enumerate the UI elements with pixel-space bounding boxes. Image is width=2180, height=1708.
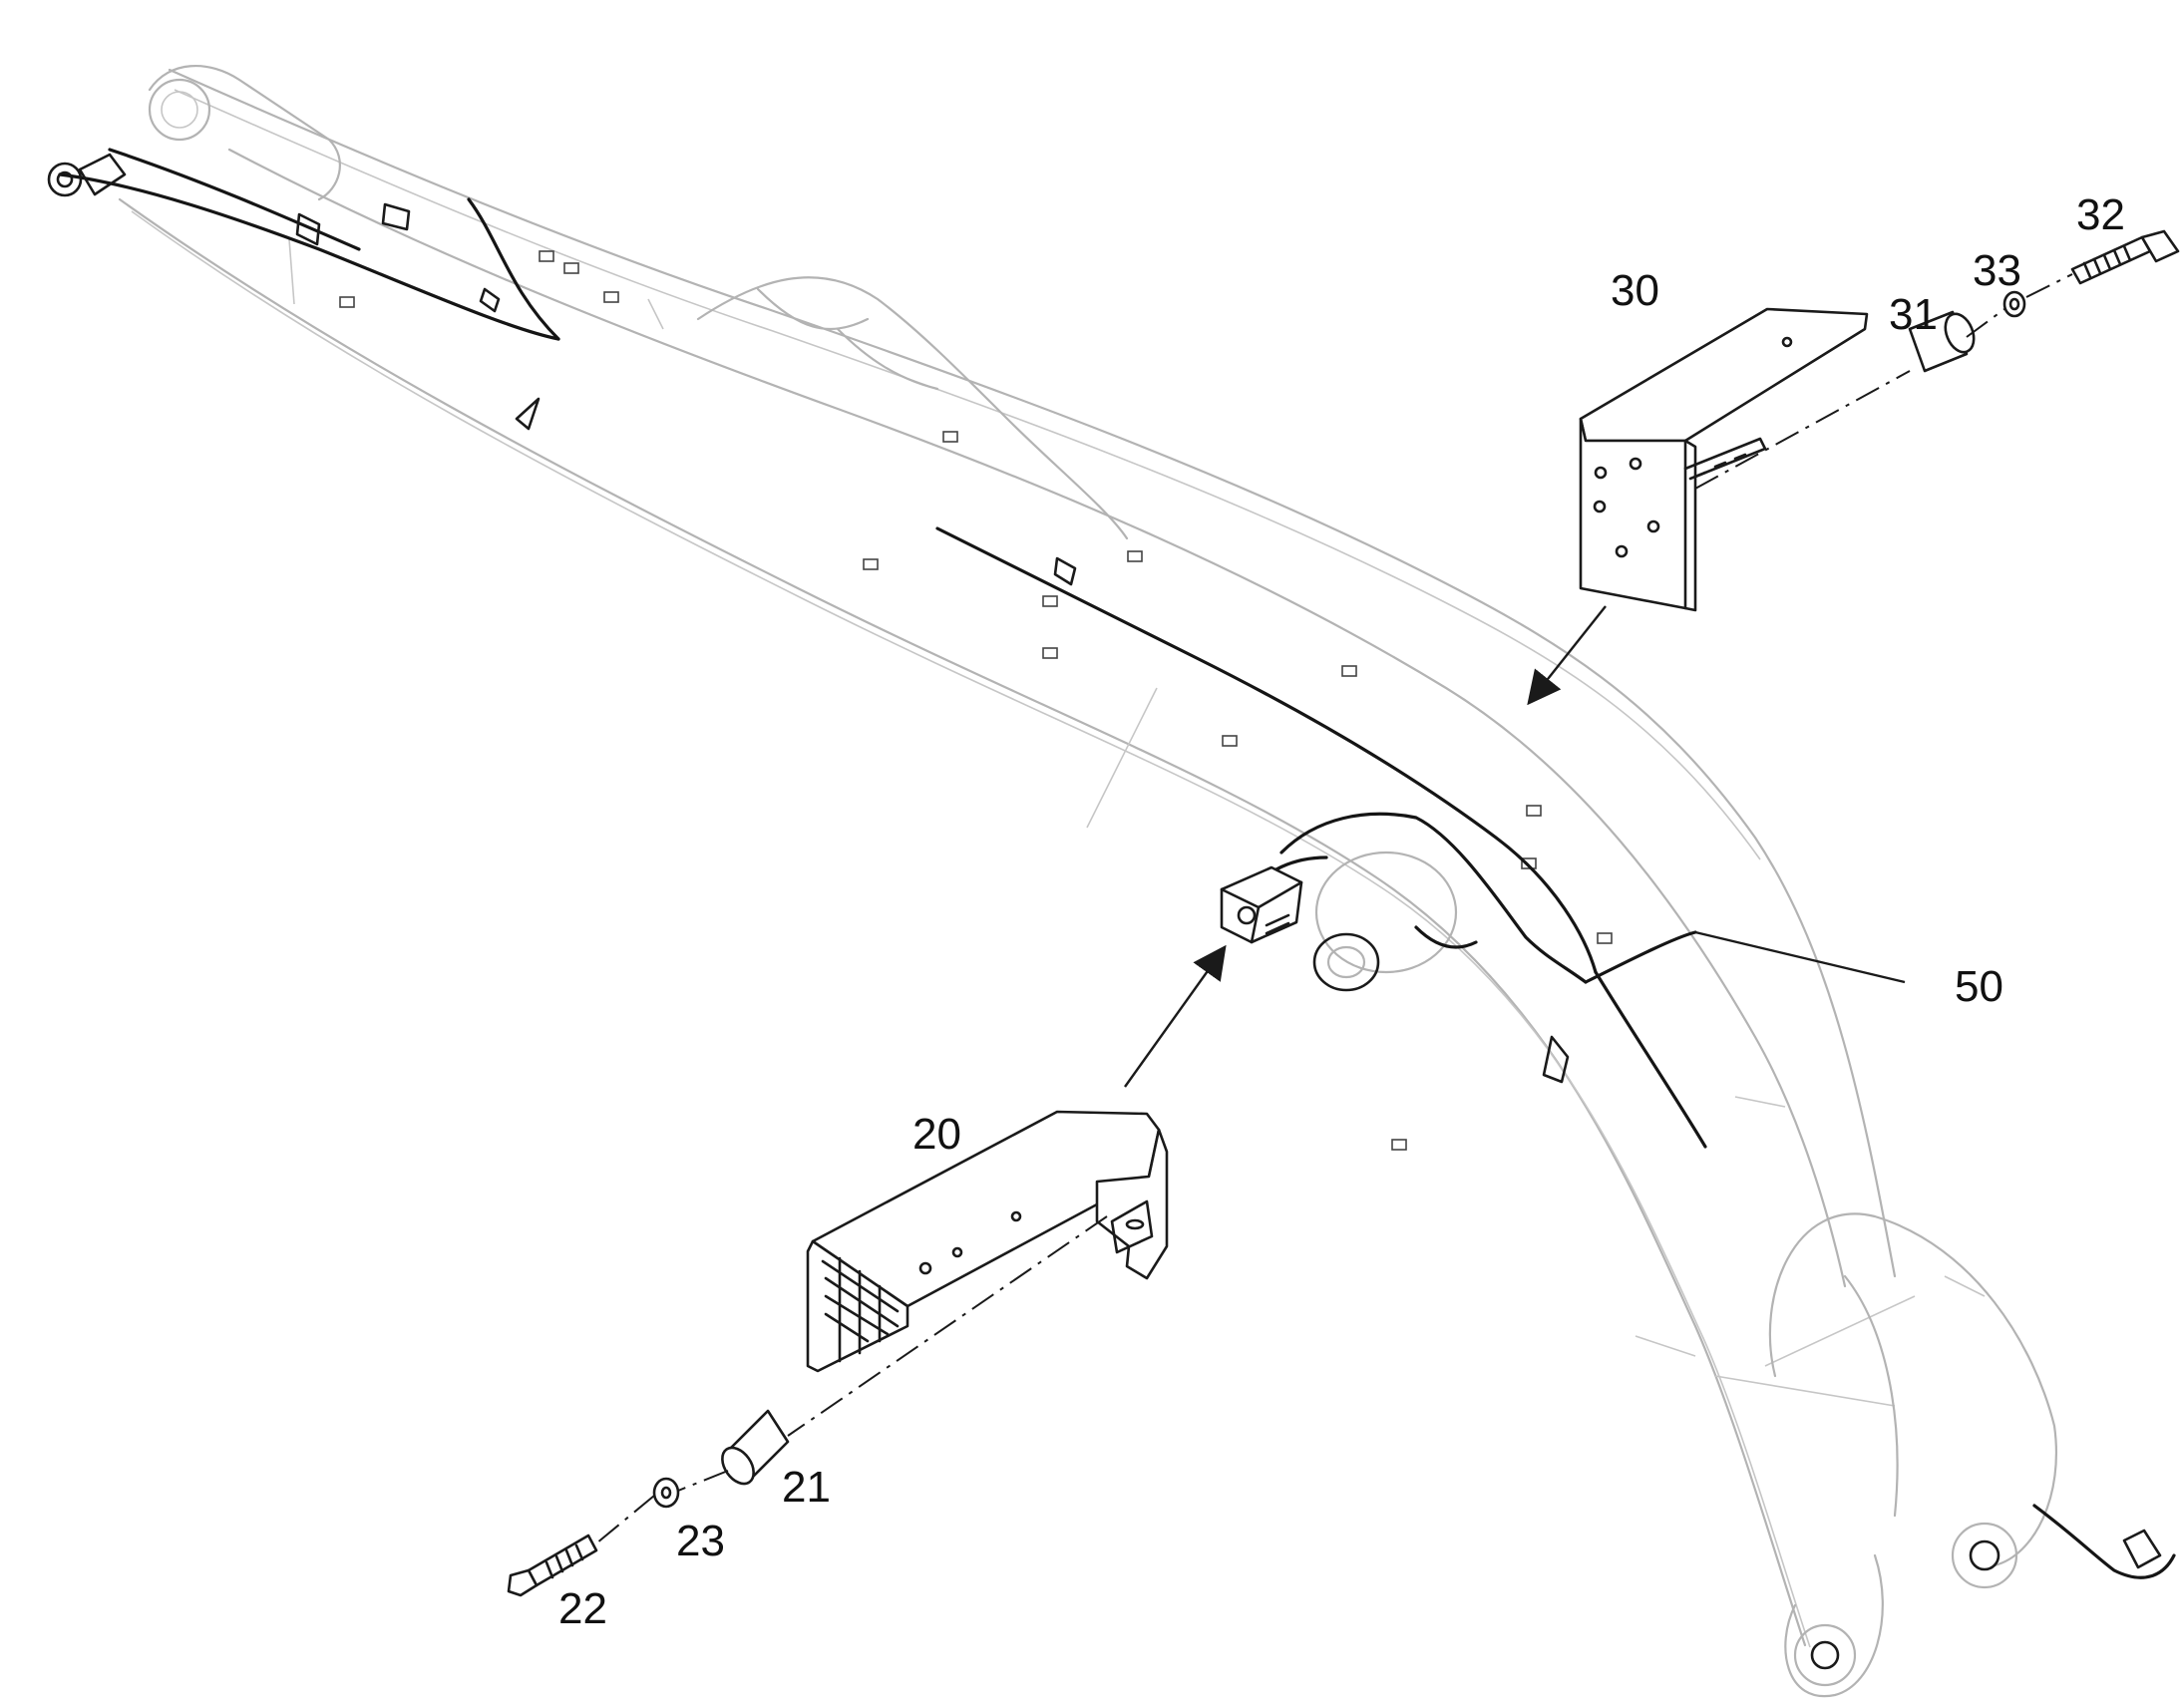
junction-box — [1220, 865, 1303, 944]
callout-22: 22 — [558, 1584, 607, 1633]
leaders — [1124, 605, 1906, 1088]
wiring-harness — [47, 148, 2176, 1579]
callout-30: 30 — [1611, 266, 1659, 315]
arrow-20 — [1124, 944, 1227, 1088]
callout-50: 50 — [1955, 962, 2003, 1011]
leader-50 — [1694, 930, 1906, 984]
callout-31: 31 — [1889, 290, 1938, 339]
callout-23: 23 — [676, 1517, 725, 1565]
boom-arm — [118, 64, 2058, 1698]
arrow-30 — [1527, 605, 1607, 706]
bracket-30-assembly — [1579, 229, 2180, 612]
bracket-20-assembly — [507, 1110, 1169, 1597]
callout-33: 33 — [1973, 246, 2021, 295]
callout-21: 21 — [782, 1463, 831, 1512]
callout-20: 20 — [912, 1110, 961, 1159]
callout-32: 32 — [2076, 190, 2125, 239]
callouts: 20 21 22 23 30 31 32 33 50 — [558, 190, 2125, 1633]
